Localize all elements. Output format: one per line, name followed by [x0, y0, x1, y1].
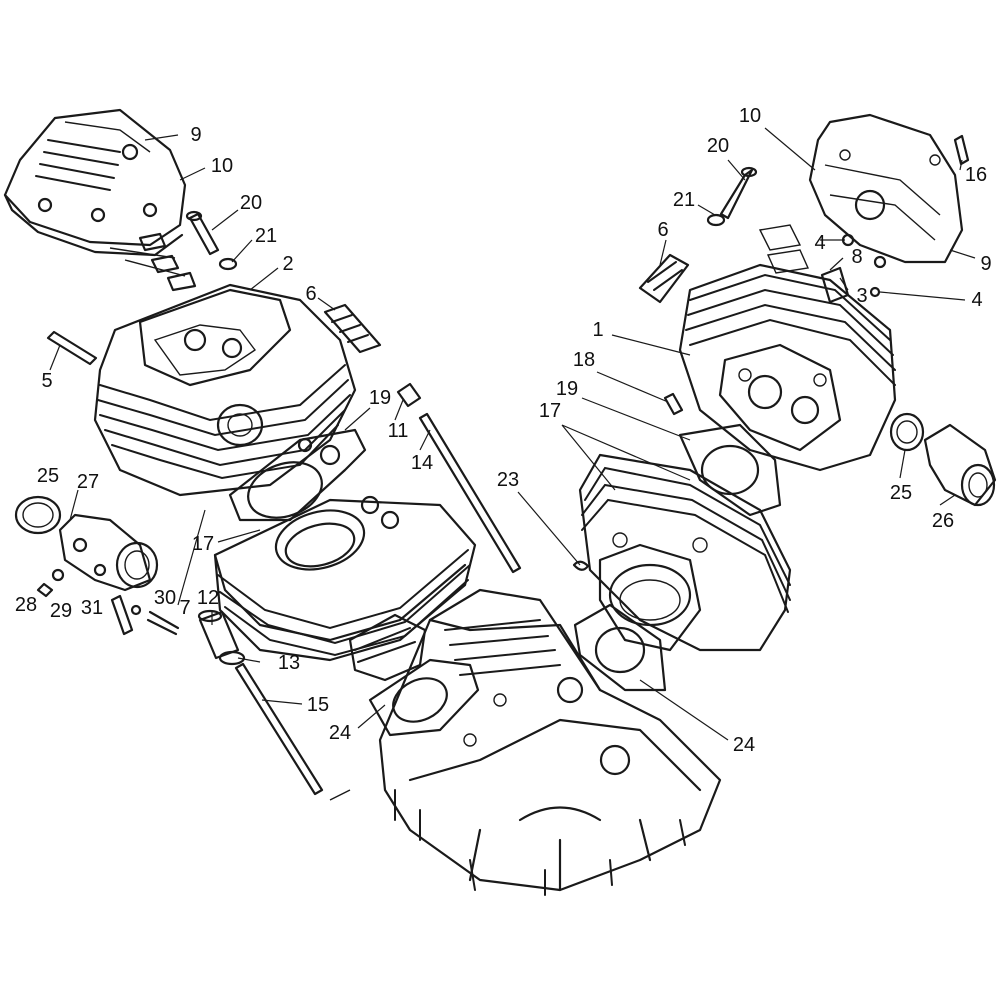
callout-7: 7	[179, 597, 190, 619]
callout-9-right: 9	[980, 253, 991, 275]
right-valve-cover	[808, 113, 964, 264]
callout-5: 5	[41, 370, 52, 392]
crankcase	[378, 588, 722, 896]
callout-26: 26	[932, 510, 954, 532]
left-small-hardware	[36, 568, 246, 666]
callout-28: 28	[15, 594, 37, 616]
left-cylinder-barrel	[213, 495, 477, 682]
right-cylinder-head	[678, 263, 897, 472]
callout-10-right: 10	[739, 105, 761, 127]
callout-17-right: 17	[539, 400, 561, 422]
callout-24-left: 24	[329, 722, 351, 744]
callout-8: 8	[851, 246, 862, 268]
leader-lines	[49, 127, 976, 741]
callout-25-left: 25	[37, 465, 59, 487]
left-base-gasket	[368, 658, 480, 737]
right-bolts	[706, 134, 970, 227]
left-valve-cover	[3, 108, 187, 257]
callout-19-right: 19	[556, 378, 578, 400]
left-cover-bolt	[185, 210, 238, 271]
callout-15: 15	[307, 694, 329, 716]
callout-1: 1	[592, 319, 603, 341]
callout-20-right: 20	[707, 135, 729, 157]
callout-31: 31	[81, 597, 103, 619]
callout-13: 13	[278, 652, 300, 674]
left-stud-5	[46, 330, 98, 366]
callout-25-right: 25	[890, 482, 912, 504]
left-long-stud-15	[234, 662, 351, 801]
callout-6-right: 6	[657, 219, 668, 241]
callout-14: 14	[411, 452, 433, 474]
callout-19-left: 19	[369, 387, 391, 409]
right-circlip-23	[572, 560, 590, 571]
callout-2: 2	[282, 253, 293, 275]
callout-21-left: 21	[255, 225, 277, 247]
left-cover-rubber-6	[323, 303, 382, 354]
nut-11-stud-14	[396, 382, 522, 574]
callout-29: 29	[50, 600, 72, 622]
callout-3: 3	[856, 285, 867, 307]
right-dowel-18	[663, 392, 684, 416]
callout-11: 11	[388, 420, 409, 442]
callout-4-top: 4	[814, 232, 825, 254]
callout-17-left: 17	[192, 533, 214, 555]
right-cylinder-barrel	[578, 453, 792, 652]
left-head-gasket	[228, 428, 367, 522]
right-base-gasket	[573, 603, 667, 692]
callout-10-left: 10	[211, 155, 233, 177]
callout-21-right: 21	[673, 189, 695, 211]
callout-30: 30	[154, 587, 176, 609]
callout-20-left: 20	[240, 192, 262, 214]
callout-12: 12	[197, 587, 219, 609]
left-cover-gasket-pieces	[109, 232, 197, 292]
left-cylinder-head	[93, 283, 357, 497]
right-intake-manifold	[889, 412, 997, 507]
callout-labels: 9 10 20 21 2 6 5 19 11 14 25 27 17 28 29…	[15, 105, 992, 756]
callout-16: 16	[965, 164, 987, 186]
left-intake-manifold	[14, 495, 159, 592]
callout-6-left: 6	[305, 283, 316, 305]
callout-27: 27	[77, 471, 99, 493]
callout-23: 23	[497, 469, 519, 491]
callout-18: 18	[573, 349, 595, 371]
callout-4-mid: 4	[971, 289, 982, 311]
callout-9-left: 9	[190, 124, 201, 146]
callout-24-right: 24	[733, 734, 755, 756]
